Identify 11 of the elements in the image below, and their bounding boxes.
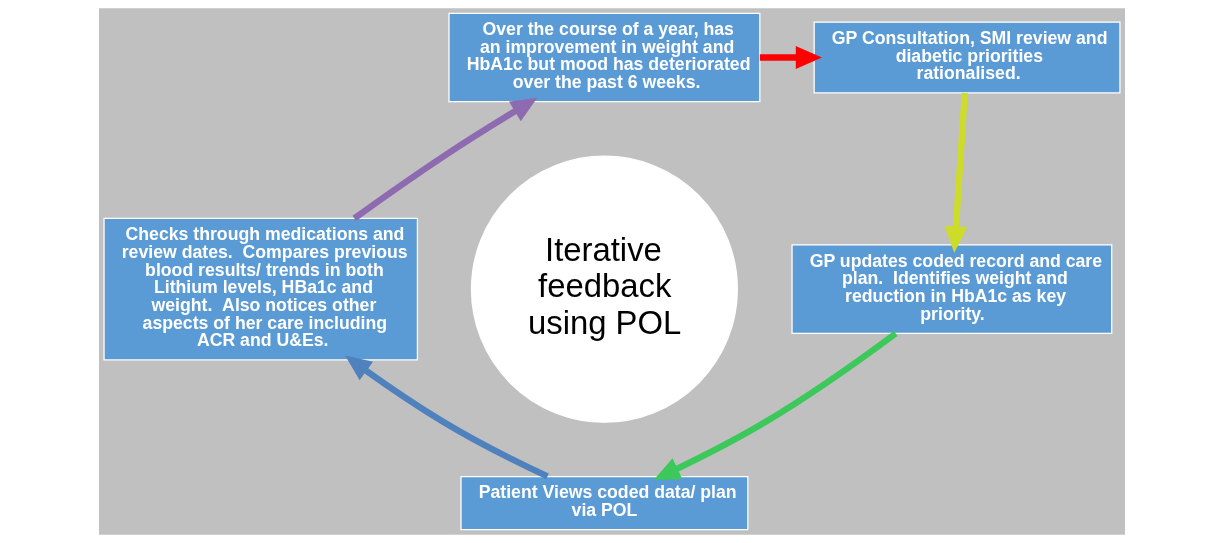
node-box: Checks through medications and review dates. Compares previous blood results/ trends in both Lithium levels, HBa1c and weight. Also notices other aspects of her care including ACR and U&Es. <box>102 217 418 361</box>
arrow <box>944 92 968 253</box>
node-box: GP Consultation, SMI review and diabetic priorities rationalised. <box>813 21 1121 94</box>
arrow <box>352 97 537 221</box>
node-box: GP updates coded record and care plan. Identifies weight and reduction in HbA1c as key priority. <box>790 244 1112 335</box>
arrow <box>653 330 898 480</box>
node-box: Over the course of a year, has an improvement in weight and HbA1c but mood has deteriorated over the past 6 weeks. <box>447 12 760 103</box>
node-box: Patient Views coded data/ plan via POL <box>459 476 748 531</box>
node-circle: Iterative feedback using POL <box>470 155 738 423</box>
arrow <box>344 355 549 480</box>
arrow <box>759 46 822 69</box>
